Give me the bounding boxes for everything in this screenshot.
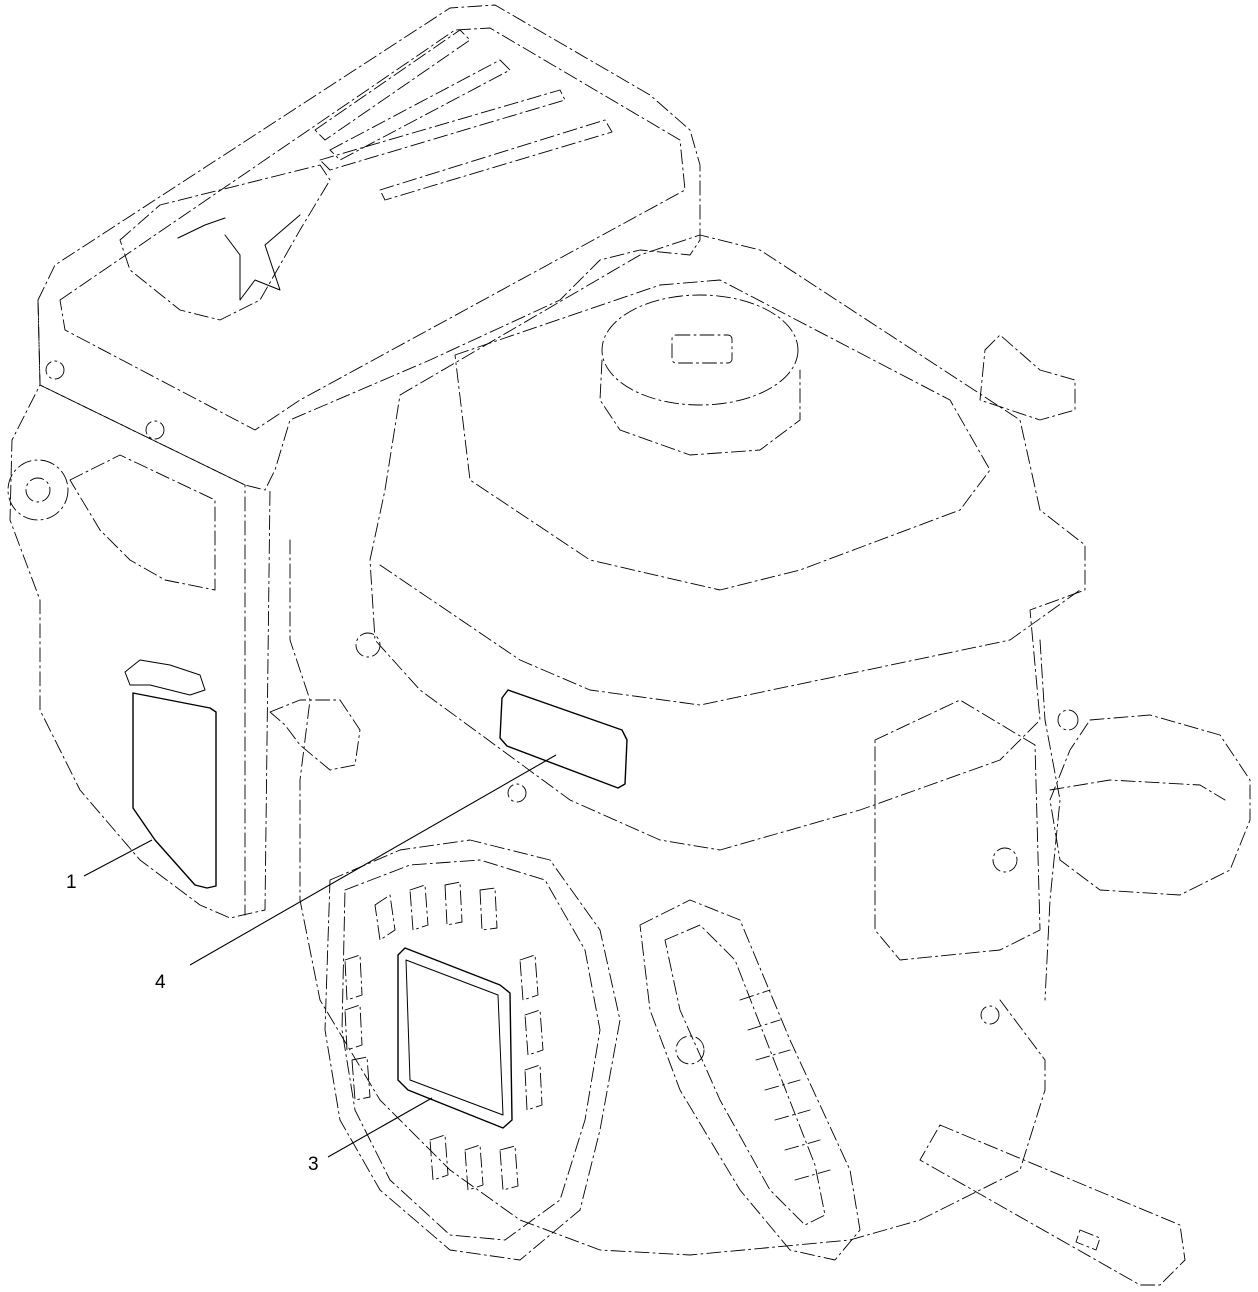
bolt-top-left (45, 360, 65, 380)
fuel-cap-symbol (671, 334, 733, 364)
throttle-lever (69, 454, 216, 591)
logo-mark (224, 214, 301, 301)
callout-number-1: 1 (66, 872, 77, 893)
decal-1-outline (132, 692, 217, 889)
output-shaft (919, 1124, 1186, 1286)
recoil-handle-pivot (675, 1035, 705, 1065)
decal-3-outline (397, 947, 513, 1129)
decal-1-tab (124, 659, 206, 696)
bolt-right (1057, 709, 1079, 731)
recoil-cover-inner (341, 859, 601, 1241)
crankcase-outline (289, 539, 1046, 1256)
recoil-cover-outline (324, 839, 621, 1261)
cover-rib-4 (379, 119, 613, 201)
control-box-outline (874, 699, 1041, 961)
logo-text-line (177, 217, 226, 239)
fuel-cap-top (601, 294, 799, 406)
shaft-key (1075, 1229, 1101, 1251)
fuel-cap-side (599, 359, 801, 456)
decals (124, 659, 628, 1129)
recoil-handle-inner (664, 924, 826, 1226)
cover-rib-3 (319, 89, 566, 171)
logo-recess (119, 164, 331, 321)
callout-number-4: 4 (155, 972, 166, 993)
left-housing-inner (39, 384, 246, 916)
leader-1 (83, 839, 153, 877)
left-pulley-inner (25, 477, 51, 503)
starter-cable (1049, 779, 1226, 801)
recoil-handle-outline (639, 899, 861, 1261)
engine-phantom-outline (7, 4, 1251, 1286)
bolt-front (507, 783, 527, 803)
bolt-left-mid (145, 420, 165, 440)
top-cover-inner (59, 27, 686, 431)
top-cover-outline (37, 4, 701, 491)
fuel-tank-outline (369, 234, 1086, 851)
choke-lever (979, 334, 1076, 421)
crankcase-right (1039, 639, 1061, 1001)
fuel-tank-inner (454, 279, 991, 591)
decal-4-outline (499, 689, 628, 789)
electric-starter-outline (1049, 714, 1251, 896)
decal-3-inner (405, 959, 504, 1116)
control-box-knob (992, 847, 1018, 873)
cover-rib-1 (314, 29, 471, 141)
fuel-tank-seam (379, 564, 1081, 706)
handle-ribs (739, 989, 831, 1181)
leader-lines (83, 754, 557, 1158)
recoil-vent-slots (344, 881, 544, 1191)
leader-4 (189, 754, 557, 966)
leader-3 (327, 1097, 433, 1158)
left-housing-outline (9, 299, 271, 919)
left-pulley-outer (7, 459, 69, 521)
cover-rib-2 (329, 59, 511, 161)
bolt-center (355, 632, 381, 658)
fuel-valve-knob (269, 699, 361, 771)
callout-number-3: 3 (308, 1154, 319, 1175)
bolt-lower-right (980, 1005, 1000, 1025)
